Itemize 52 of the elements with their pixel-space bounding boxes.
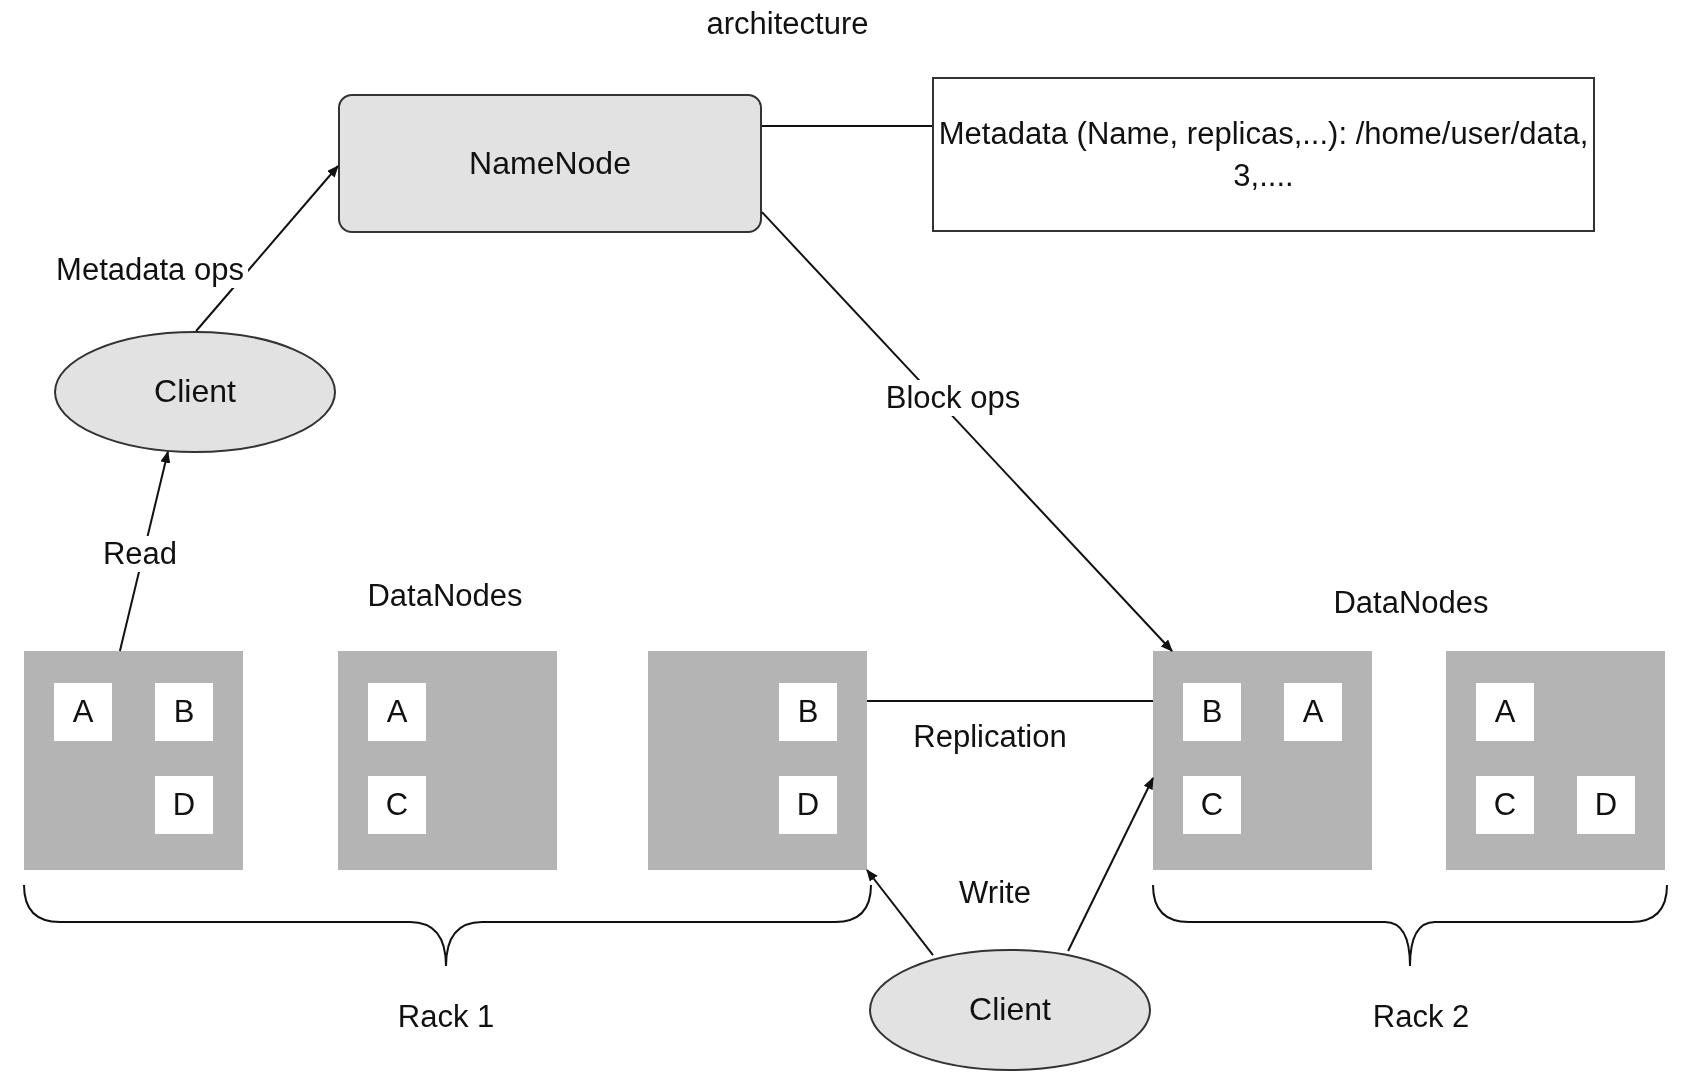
write-label: Write (958, 875, 1032, 911)
datanode-box (24, 651, 243, 870)
block-letter: A (1302, 693, 1324, 732)
client-ellipse (869, 949, 1151, 1071)
block-letter: C (385, 786, 409, 825)
rack-label: Rack 1 (396, 999, 496, 1035)
datanode-box (1153, 651, 1372, 870)
group-label: DataNodes (1332, 585, 1490, 621)
node-label: Client (969, 990, 1051, 1030)
arrow (1067, 777, 1154, 952)
block-letter: B (797, 693, 819, 732)
connector-line (866, 699, 1154, 702)
edge-label: Replication (912, 719, 1068, 755)
arrow (866, 869, 934, 957)
block-letter: B (173, 693, 195, 732)
arrow (761, 211, 1174, 652)
block-box (1183, 683, 1241, 741)
arrow (195, 165, 339, 332)
block-letter: A (386, 693, 408, 732)
datanode-box (648, 651, 867, 870)
diagram-title: architecture (705, 6, 870, 42)
block-box (368, 776, 426, 834)
block-letter: D (1594, 786, 1618, 825)
block-box (54, 683, 112, 741)
block-letter: C (1200, 786, 1224, 825)
metadata-box (932, 77, 1595, 232)
client-ellipse (54, 331, 336, 453)
namenode-box (338, 94, 762, 233)
group-label: DataNodes (366, 578, 524, 614)
node-label: NameNode (469, 143, 631, 183)
block-box (1476, 776, 1534, 834)
block-letter: D (796, 786, 820, 825)
datanode-box (338, 651, 557, 870)
block-box (155, 683, 213, 741)
rack-label: Rack 2 (1371, 999, 1471, 1035)
block-box (779, 776, 837, 834)
datanode-box (1446, 651, 1665, 870)
node-label: Metadata (Name, replicas,...): /home/user/data, 3,.... (937, 114, 1590, 195)
node-label: Client (154, 372, 236, 412)
block-box (779, 683, 837, 741)
block-letter: B (1201, 693, 1223, 732)
connector-line (761, 124, 933, 127)
block-box (155, 776, 213, 834)
block-letter: A (72, 693, 94, 732)
block-letter: A (1494, 693, 1516, 732)
block-box (1476, 683, 1534, 741)
block-box (1284, 683, 1342, 741)
block-box (1577, 776, 1635, 834)
block-box (1183, 776, 1241, 834)
block-letter: D (172, 786, 196, 825)
block-box (368, 683, 426, 741)
block-letter: C (1493, 786, 1517, 825)
